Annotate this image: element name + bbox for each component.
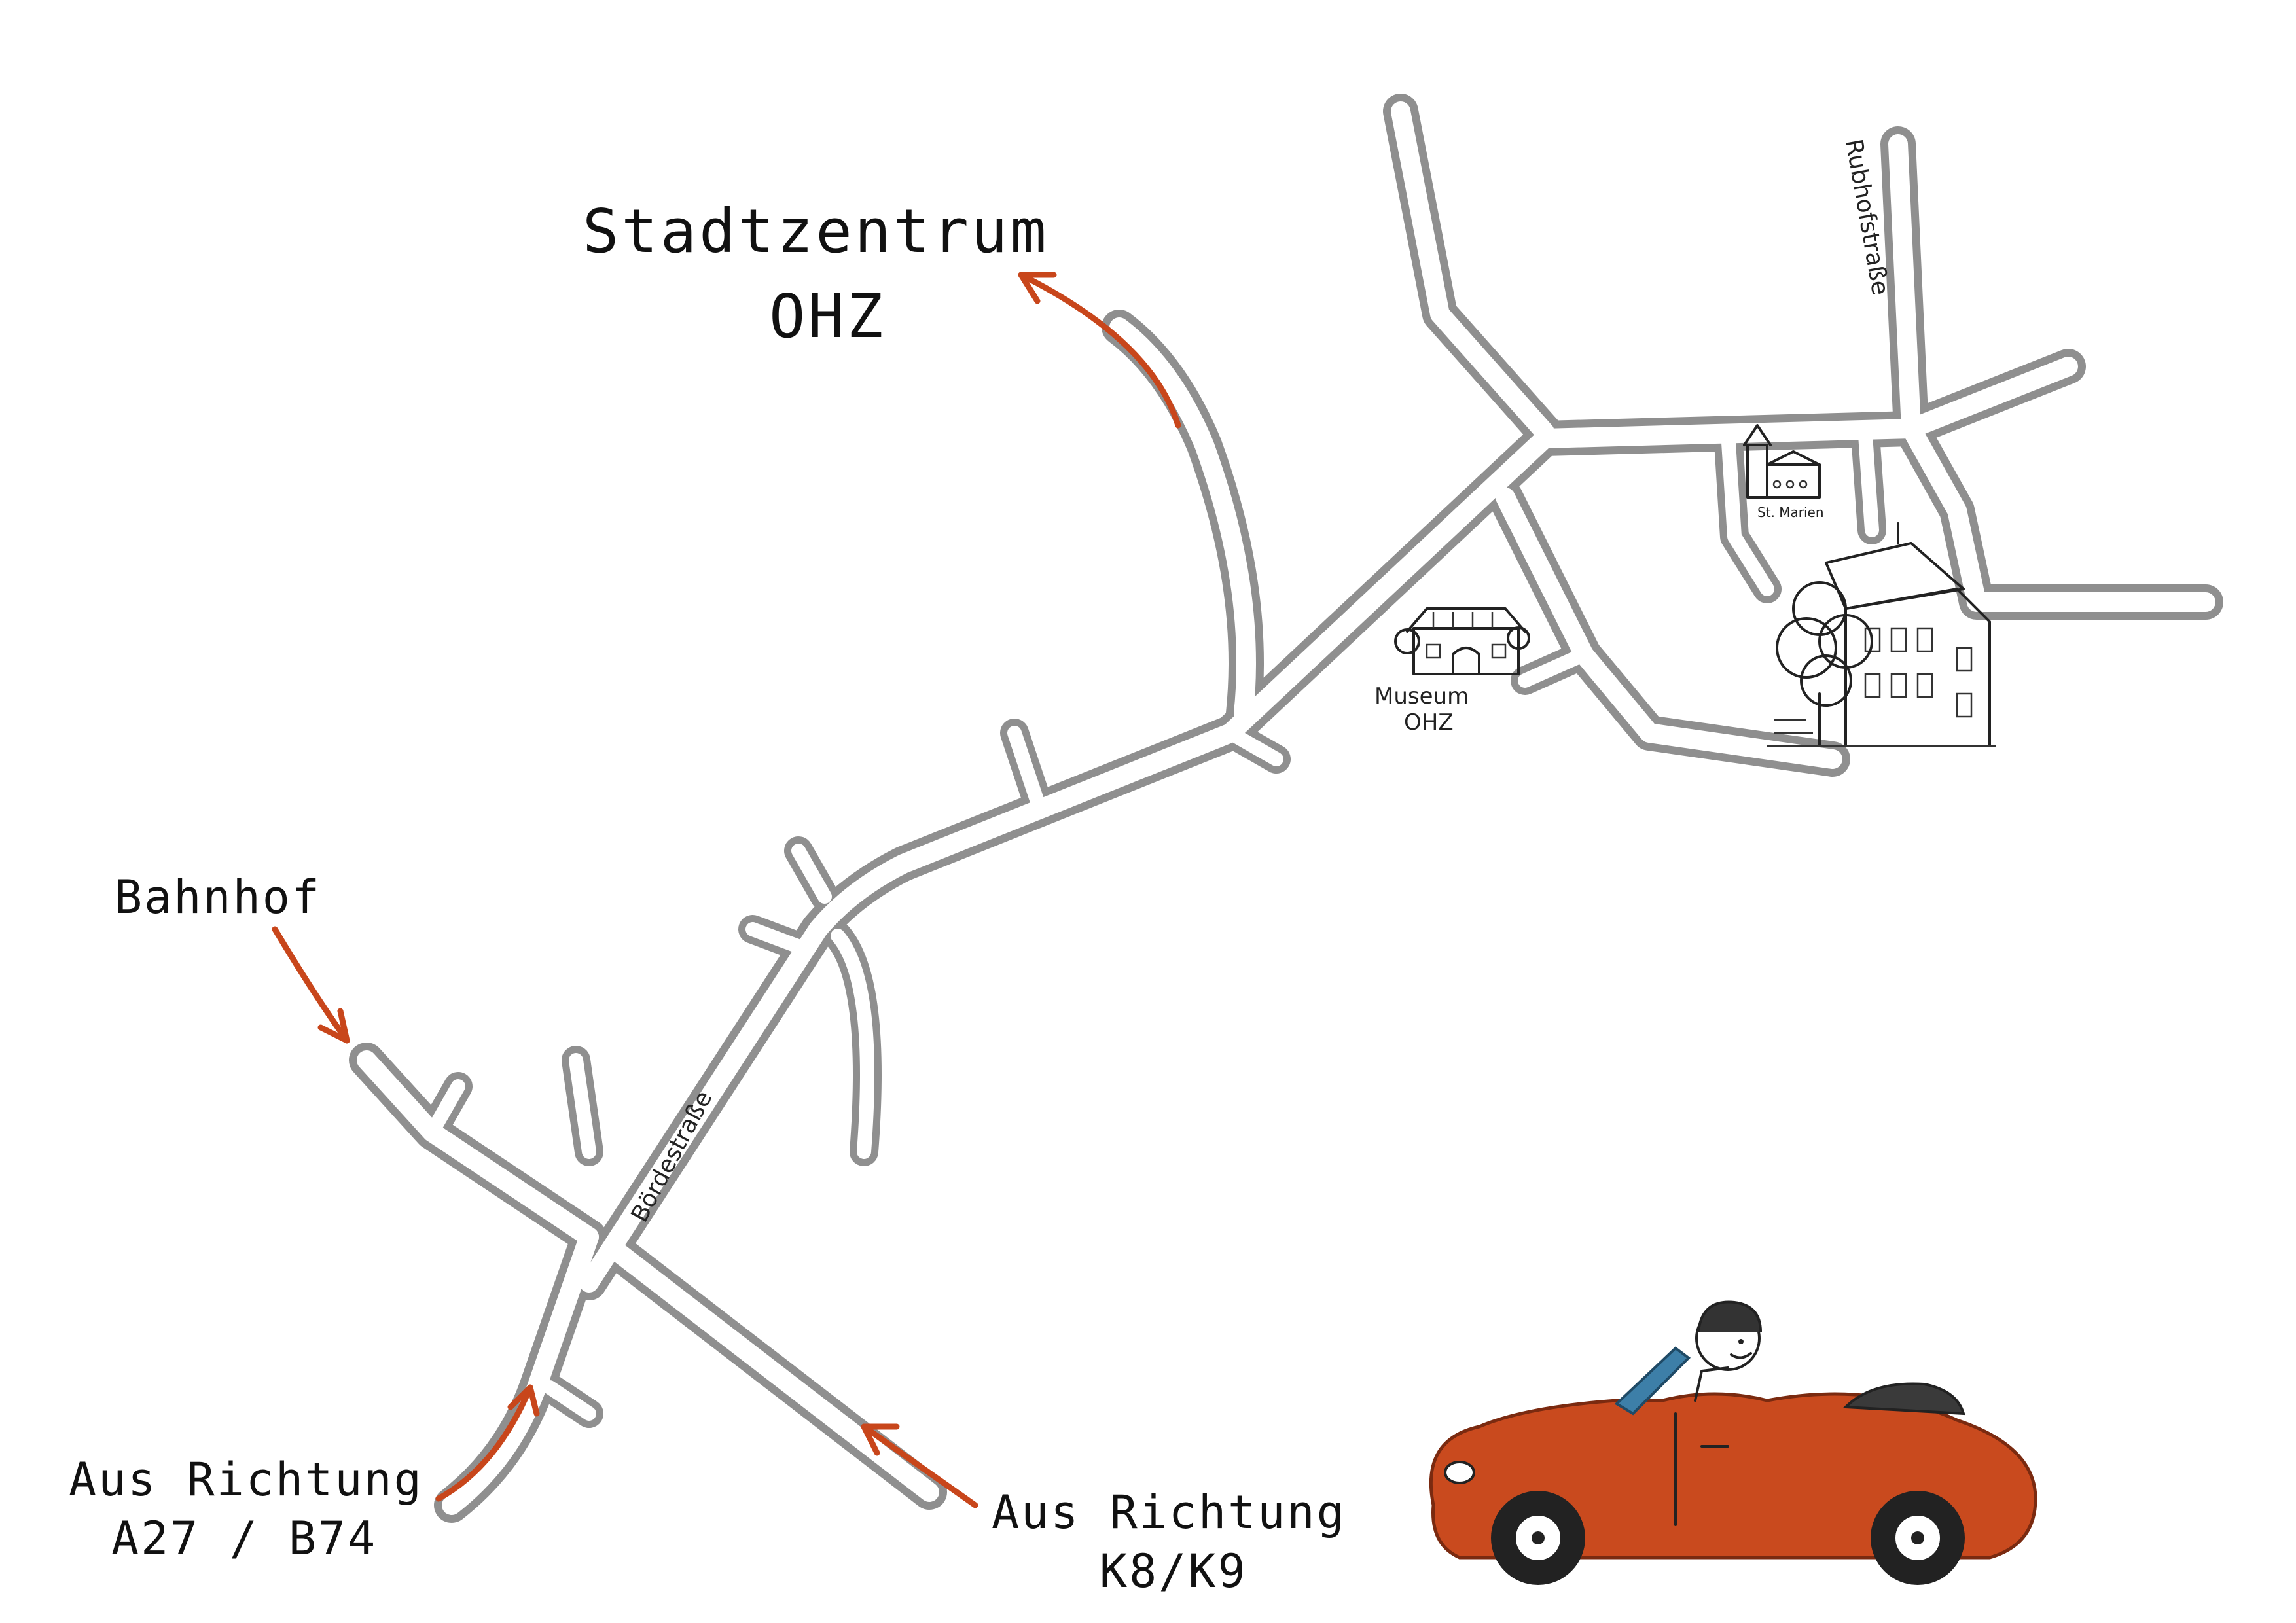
museum-building-icon <box>1394 607 1530 675</box>
label-city-center-line1: Stadtzentrum <box>583 196 1049 266</box>
street-name-boerdestrasse: Bördestraße <box>626 1086 718 1226</box>
arrow-from-a27 <box>435 1384 540 1502</box>
road-network <box>349 94 2223 1523</box>
label-museum-line1: Museum <box>1374 683 1469 709</box>
label-from-k8-line2: K8/K9 <box>1100 1544 1247 1598</box>
direction-arrows <box>272 272 1181 1508</box>
convertible-car-icon <box>1429 1300 2037 1585</box>
church-icon <box>1743 424 1821 499</box>
label-station: Bahnhof <box>115 870 321 924</box>
arrow-from-k8 <box>861 1423 978 1508</box>
arrow-to-city-center <box>1018 272 1181 429</box>
town-hall-icon <box>1767 522 1996 747</box>
label-from-a27-line2: A27 / B74 <box>111 1512 377 1565</box>
label-church: St. Marien <box>1757 505 1824 520</box>
label-city-center-line2: OHZ <box>769 281 886 351</box>
label-museum-line2: OHZ <box>1404 709 1454 736</box>
arrow-from-station <box>272 926 350 1044</box>
label-from-a27-line1: Aus Richtung <box>69 1453 423 1507</box>
label-from-k8-line1: Aus Richtung <box>992 1486 1346 1539</box>
